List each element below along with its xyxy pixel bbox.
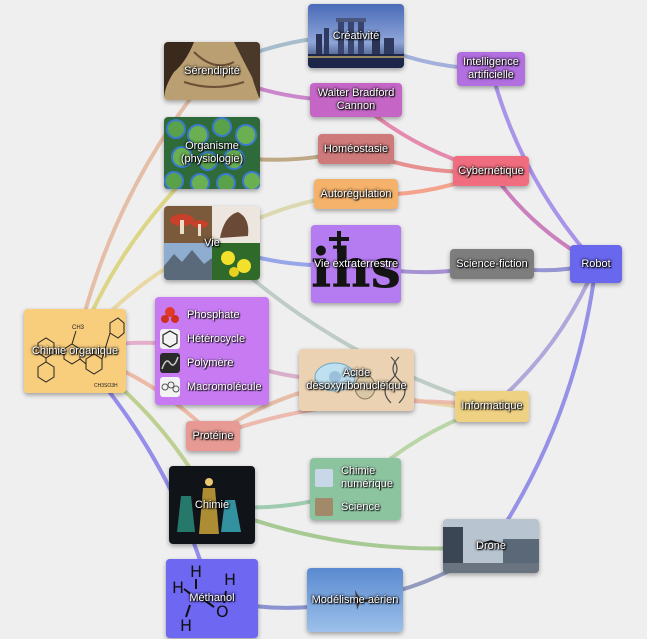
node-label: Vie [204, 236, 220, 249]
macromolecule-icon [160, 377, 180, 397]
node-chimie-organique[interactable]: CH3 CH3SO3H Chimie organique [24, 309, 126, 393]
node-label: Protéine [192, 429, 234, 442]
molecule-structure-icon: CH3 CH3SO3H [24, 309, 126, 393]
svg-text:O: O [216, 602, 229, 621]
node-label: Sérendipité [184, 64, 240, 77]
polymer-icon [160, 353, 180, 373]
node-label: Science-fiction [456, 257, 528, 270]
list-item-label: Polymère [187, 356, 234, 369]
edge-drone-robot [489, 262, 598, 548]
list-item-heterocycle[interactable]: Hétérocycle [155, 327, 269, 351]
science-icon [315, 498, 333, 516]
svg-text:CH3SO3H: CH3SO3H [94, 383, 118, 389]
list-item-macromolecule[interactable]: Macromolécule [155, 375, 269, 399]
node-chimie-numerique-group[interactable]: Chimie numérique Science [310, 458, 401, 520]
cells-icon [164, 117, 260, 189]
svg-text:H: H [180, 616, 192, 635]
node-organisme-physiologie[interactable]: Organisme (physiologie) [164, 117, 260, 189]
edge-informatique-robot [490, 262, 598, 409]
list-item-science[interactable]: Science [310, 496, 401, 518]
node-vie-extraterrestre[interactable]: ihs Vie extraterrestre [311, 225, 401, 303]
node-label: Homéostasie [323, 142, 389, 155]
svg-text:ihs: ihs [311, 236, 401, 300]
node-label: Robot [581, 257, 611, 270]
node-label: Vie extraterrestre [313, 257, 399, 270]
node-label: Acide désoxyribonucléique [306, 367, 407, 392]
list-item-label: Chimie numérique [341, 465, 393, 490]
phosphate-icon [160, 305, 180, 325]
model-airplane-icon [307, 568, 403, 632]
node-homeostasie[interactable]: Homéostasie [318, 134, 394, 164]
svg-text:H: H [172, 578, 184, 597]
svg-text:H: H [190, 562, 202, 581]
node-cybernetique[interactable]: Cybernétique [453, 156, 529, 186]
node-informatique[interactable]: Informatique [455, 391, 529, 422]
node-label: Cybernétique [458, 164, 524, 177]
ihs-monogram-icon: ihs [311, 225, 401, 303]
list-item-polymere[interactable]: Polymère [155, 351, 269, 375]
node-label: Modélisme aérien [311, 593, 399, 606]
dna-cell-icon [299, 349, 414, 411]
node-walter-bradford-cannon[interactable]: Walter Bradford Cannon [310, 83, 402, 117]
list-item-label: Hétérocycle [187, 332, 246, 345]
node-label: Informatique [461, 400, 523, 412]
node-proteine[interactable]: Protéine [186, 421, 240, 451]
node-label: Créativité [332, 29, 380, 42]
node-modelisme-aerien[interactable]: Modélisme aérien [307, 568, 403, 632]
node-label: Intelligence artificielle [463, 56, 519, 81]
node-acide-desoxyribonucleique[interactable]: Acide désoxyribonucléique [299, 349, 414, 411]
list-item-label: Phosphate [187, 308, 240, 321]
node-label: Drone [476, 539, 506, 552]
svg-text:H: H [224, 570, 236, 589]
svg-text:CH3: CH3 [72, 325, 85, 331]
chemistry-group-list[interactable]: Phosphate Hétérocycle Polymère Macromolé… [155, 297, 269, 405]
node-label: Organisme (physiologie) [180, 140, 244, 165]
drone-photo-icon [443, 519, 539, 573]
node-chimie[interactable]: Chimie [169, 466, 255, 544]
node-intelligence-artificielle[interactable]: Intelligence artificielle [457, 52, 525, 86]
list-item-chimie-numerique[interactable]: Chimie numérique [310, 460, 401, 496]
node-serendipite[interactable]: Sérendipité [164, 42, 260, 100]
old-map-icon [164, 42, 260, 100]
node-label: Walter Bradford Cannon [317, 87, 395, 112]
node-label: Chimie organique [31, 344, 119, 357]
list-item-label: Science [341, 500, 381, 513]
list-item-phosphate[interactable]: Phosphate [155, 303, 269, 327]
node-robot[interactable]: Robot [570, 245, 622, 283]
node-label: Chimie [194, 498, 230, 511]
node-creativite[interactable]: Créativité [308, 4, 404, 68]
node-autoregulation[interactable]: Autorégulation [314, 179, 398, 209]
lab-flasks-icon [169, 466, 255, 544]
city-skyline-icon [308, 4, 404, 68]
computer-chemistry-icon [315, 469, 333, 487]
node-label: Méthanol [189, 592, 235, 604]
heterocycle-icon [160, 329, 180, 349]
node-label: Autorégulation [320, 187, 392, 200]
list-item-label: Macromolécule [187, 380, 262, 393]
node-vie[interactable]: Vie [164, 206, 260, 280]
node-drone[interactable]: Drone [443, 519, 539, 573]
life-collage-icon [164, 206, 260, 280]
node-science-fiction[interactable]: Science-fiction [450, 249, 534, 279]
edge-ia-robot [489, 67, 598, 266]
